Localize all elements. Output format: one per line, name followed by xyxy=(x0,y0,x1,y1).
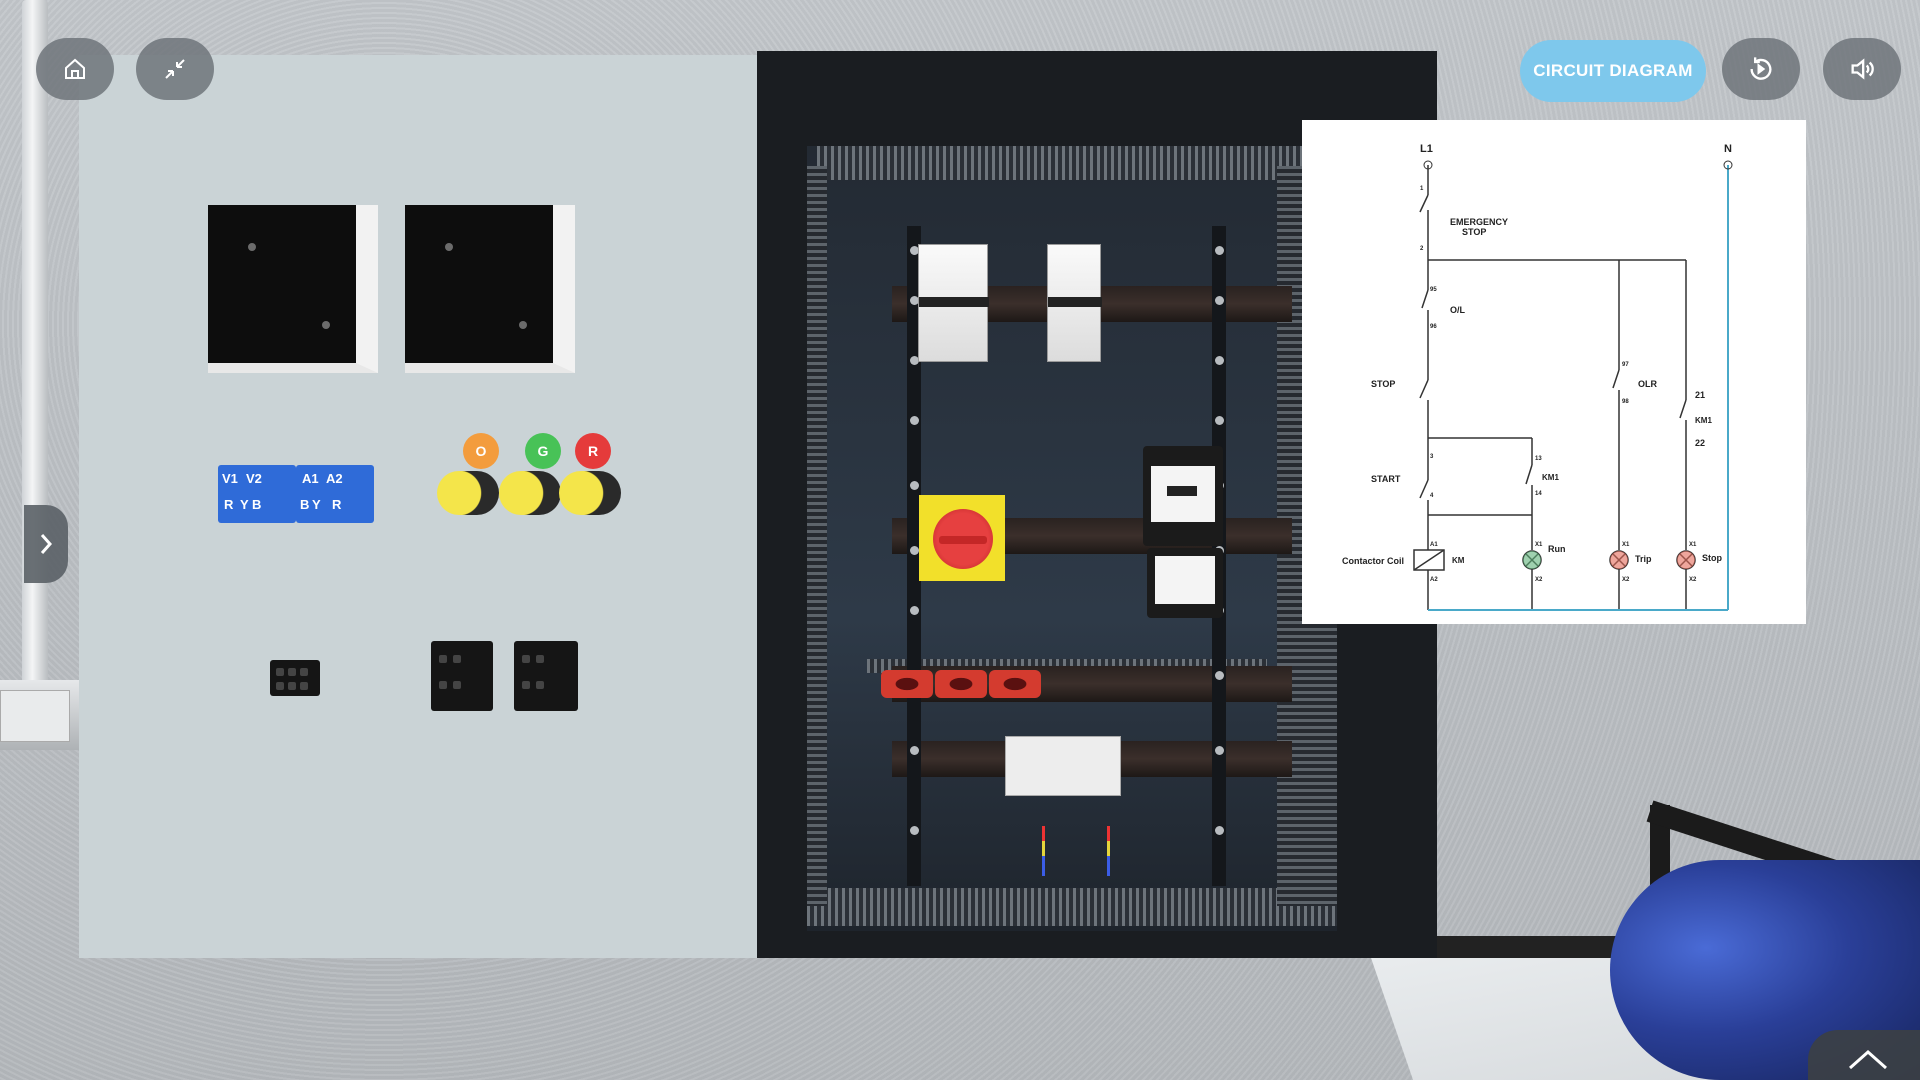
conduit-pipe xyxy=(1437,936,1617,958)
contact-block[interactable] xyxy=(270,660,320,696)
minimize-icon xyxy=(165,59,185,79)
terminal-number: 96 xyxy=(1430,324,1437,330)
mcb-1pole[interactable] xyxy=(1047,244,1102,362)
home-button[interactable] xyxy=(36,38,114,100)
current-transformer-2[interactable] xyxy=(935,670,987,698)
circuit-diagram-card: L1 N EMERGENCY STOP O/L STOP OLR 21 KM1 … xyxy=(1302,120,1806,624)
current-transformer-1[interactable] xyxy=(881,670,933,698)
terminal-label: V2 xyxy=(246,471,262,486)
home-icon xyxy=(65,58,85,79)
terminal-number: 13 xyxy=(1535,456,1542,462)
label-n: N xyxy=(1724,143,1732,155)
terminal-number: 98 xyxy=(1622,399,1629,405)
auxiliary-block-1[interactable] xyxy=(431,641,493,711)
rotary-isolator-switch[interactable] xyxy=(919,495,1005,581)
volume-icon xyxy=(1851,58,1874,80)
terminal-number: X2 xyxy=(1535,577,1543,583)
label-km1-nc: KM1 xyxy=(1695,416,1712,425)
label-21: 21 xyxy=(1695,390,1705,400)
circuit-diagram-button[interactable]: CIRCUIT DIAGRAM xyxy=(1520,40,1706,102)
label-olr: OLR xyxy=(1638,379,1657,389)
terminal-number: 1 xyxy=(1420,186,1424,192)
mcb-3pole[interactable] xyxy=(918,244,989,362)
terminal-label: V1 xyxy=(222,471,238,486)
terminal-number: X1 xyxy=(1622,542,1630,548)
terminal-number: X1 xyxy=(1689,542,1697,548)
label-emergency-stop-2: STOP xyxy=(1462,227,1486,237)
terminal-label: R xyxy=(224,497,234,512)
pushbutton-label: R xyxy=(575,433,611,469)
enclosure-cover-2[interactable] xyxy=(405,205,597,373)
terminal-number: 2 xyxy=(1420,246,1424,252)
label-km: KM xyxy=(1452,556,1465,565)
terminal-number: A2 xyxy=(1430,577,1438,583)
chevron-right-icon xyxy=(40,534,53,554)
terminal-number: 97 xyxy=(1622,362,1629,368)
terminal-number: 14 xyxy=(1535,491,1542,497)
label-stop-lamp: Stop xyxy=(1702,553,1722,563)
terminal-number: X1 xyxy=(1535,542,1543,548)
label-emergency-stop-1: EMERGENCY xyxy=(1450,217,1508,227)
terminal-label: R xyxy=(332,497,342,512)
terminal-label: A1 xyxy=(302,471,319,486)
label-contactor-coil: Contactor Coil xyxy=(1342,556,1404,566)
enclosure-cover-1[interactable] xyxy=(208,205,400,373)
terminal-label: B xyxy=(300,497,310,512)
cabinet-interior xyxy=(807,146,1337,931)
expand-bottom-button[interactable] xyxy=(1808,1030,1920,1080)
terminal-number: X2 xyxy=(1622,577,1630,583)
pushbutton-red[interactable]: R xyxy=(559,433,621,523)
label-l1: L1 xyxy=(1420,143,1433,155)
pushbutton-orange[interactable]: O xyxy=(437,433,499,523)
terminal-number: 3 xyxy=(1430,454,1434,460)
label-ol: O/L xyxy=(1450,305,1466,315)
replay-icon xyxy=(1750,57,1772,80)
volume-button[interactable] xyxy=(1823,38,1901,100)
terminal-block-left[interactable]: V1 V2 R Y B xyxy=(218,465,296,523)
terminal-strip[interactable] xyxy=(1005,736,1121,796)
auxiliary-block-2[interactable] xyxy=(514,641,578,711)
terminal-number: X2 xyxy=(1689,577,1697,583)
pushbutton-green[interactable]: G xyxy=(499,433,561,523)
circuit-diagram: L1 N EMERGENCY STOP O/L STOP OLR 21 KM1 … xyxy=(1342,143,1733,611)
wall-socket xyxy=(0,690,70,742)
label-22: 22 xyxy=(1695,438,1705,448)
terminal-number: 95 xyxy=(1430,287,1437,293)
pushbutton-label: G xyxy=(525,433,561,469)
label-stop: STOP xyxy=(1371,379,1395,389)
terminal-number: A1 xyxy=(1430,542,1438,548)
minimize-button[interactable] xyxy=(136,38,214,100)
terminal-label: A2 xyxy=(326,471,343,486)
terminal-block-right[interactable]: A1 A2 B Y R xyxy=(296,465,374,523)
terminal-label: B xyxy=(252,497,262,512)
label-start: START xyxy=(1371,474,1401,484)
pushbutton-label: O xyxy=(463,433,499,469)
expand-panel-button[interactable] xyxy=(24,505,68,583)
current-transformer-3[interactable] xyxy=(989,670,1041,698)
overload-relay[interactable] xyxy=(1147,548,1223,618)
terminal-label: Y xyxy=(240,497,249,512)
chevron-up-icon xyxy=(1849,1049,1887,1070)
terminal-label: Y xyxy=(312,497,321,512)
label-trip: Trip xyxy=(1635,554,1652,564)
replay-button[interactable] xyxy=(1722,38,1800,100)
parts-board: V1 V2 R Y B A1 A2 B Y R O G R xyxy=(79,55,759,958)
label-km1-contact: KM1 xyxy=(1542,473,1559,482)
label-run: Run xyxy=(1548,544,1566,554)
wall-conduit xyxy=(22,0,48,700)
terminal-number: 4 xyxy=(1430,493,1434,499)
contactor[interactable] xyxy=(1143,446,1223,546)
